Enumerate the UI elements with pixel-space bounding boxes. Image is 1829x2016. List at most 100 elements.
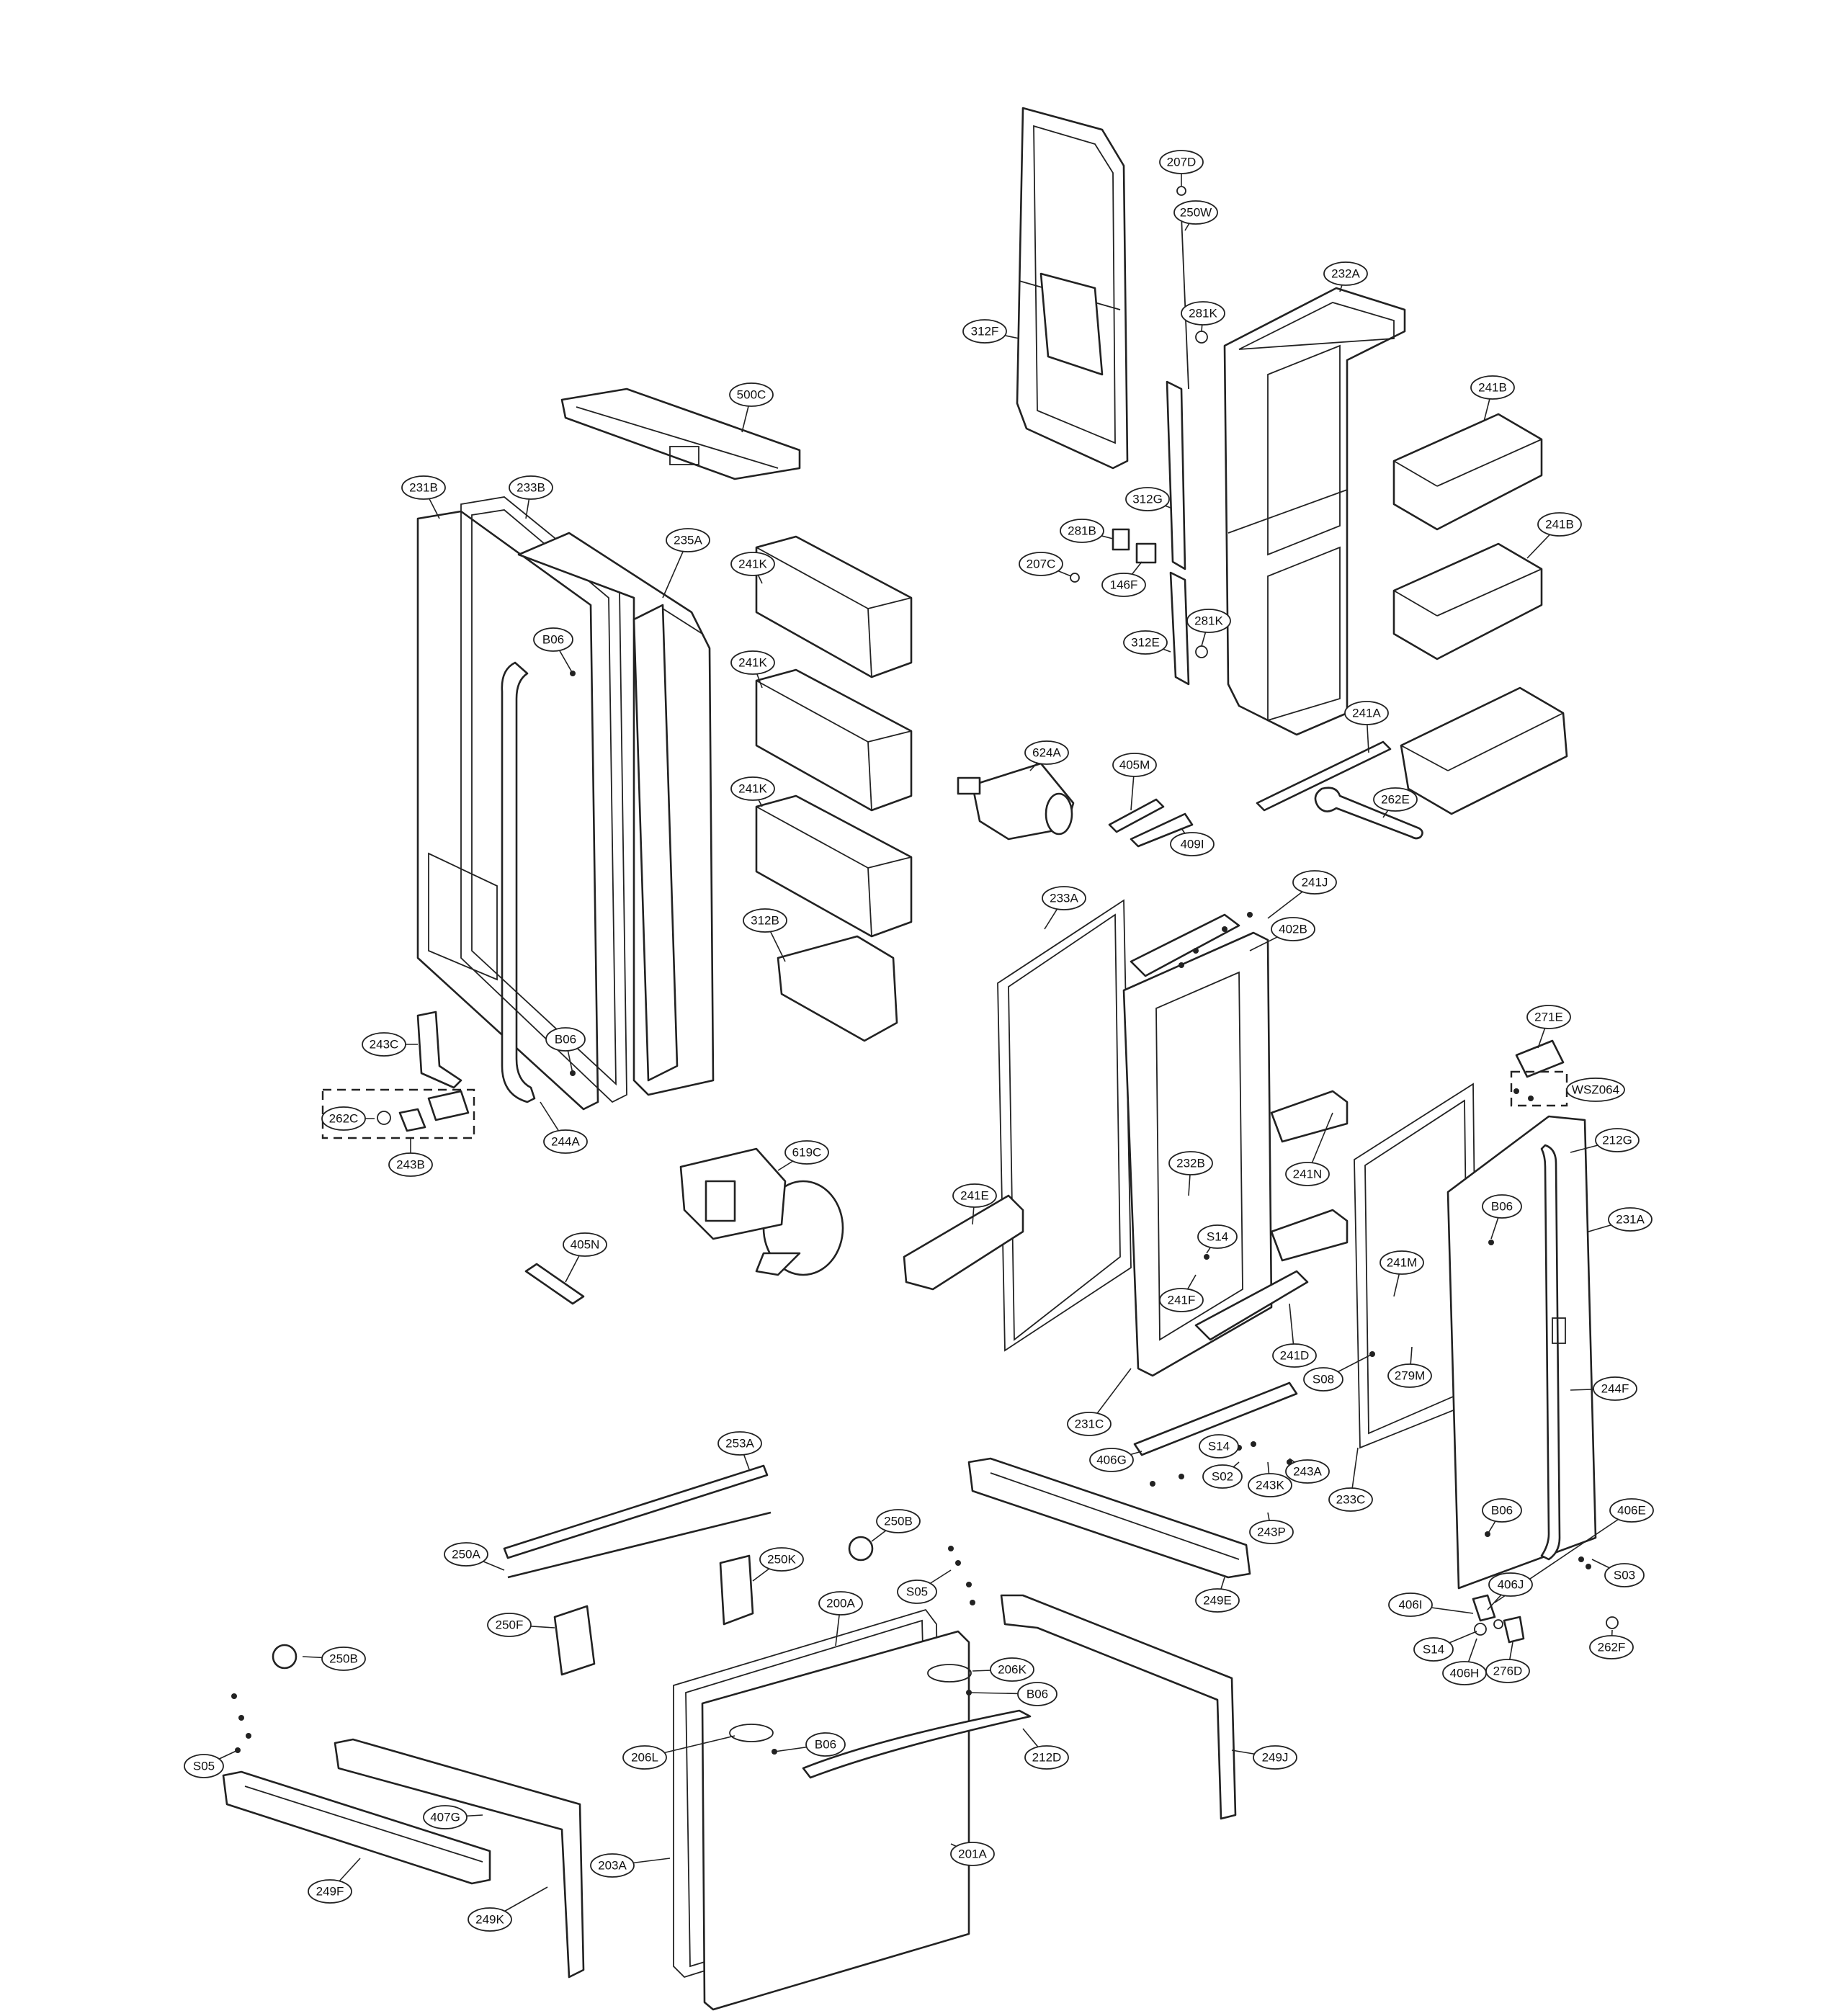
callout-oval-244F — [1593, 1376, 1637, 1401]
callout-label-281K-top: 281K — [1189, 307, 1217, 321]
callout-S05-1: S05 — [897, 1580, 937, 1604]
callout-oval-250W — [1173, 200, 1218, 225]
callout-label-S05-2: S05 — [193, 1760, 215, 1773]
callout-281K-mid: 281K — [1186, 609, 1231, 633]
callout-label-241E: 241E — [960, 1189, 989, 1203]
part-233A-gasket — [997, 899, 1132, 1352]
callout-oval-201A — [950, 1842, 995, 1866]
callout-label-500C: 500C — [737, 388, 766, 402]
callout-label-B06-2: B06 — [555, 1033, 576, 1047]
callout-oval-241A — [1344, 701, 1389, 725]
callout-label-241K-2: 241K — [738, 656, 767, 670]
callout-407G: 407G — [423, 1805, 468, 1829]
callout-label-B06-3: B06 — [1491, 1200, 1513, 1214]
callout-B06-1: B06 — [533, 627, 573, 652]
callout-label-200A: 200A — [826, 1597, 855, 1610]
callout-406H: 406H — [1442, 1661, 1487, 1685]
callout-232B: 232B — [1168, 1151, 1213, 1175]
part-281K-mid — [1195, 645, 1208, 658]
callout-oval-281K-top — [1181, 301, 1225, 326]
callout-B06-6: B06 — [805, 1732, 846, 1757]
callout-label-B06-5: B06 — [1027, 1688, 1048, 1701]
callout-200A: 200A — [818, 1591, 863, 1616]
part-500C-cover — [560, 387, 801, 480]
callout-oval-243C — [362, 1032, 406, 1057]
callout-label-207D: 207D — [1167, 156, 1197, 169]
screw-dot — [948, 1546, 954, 1551]
callout-label-406I: 406I — [1398, 1598, 1422, 1612]
callout-oval-243B — [388, 1152, 433, 1177]
part-312B-bracket — [777, 935, 898, 1042]
part-250B-gear-1 — [848, 1536, 874, 1562]
callout-oval-241B-1 — [1470, 375, 1515, 400]
callout-label-241N: 241N — [1293, 1168, 1323, 1181]
callout-249K: 249K — [468, 1907, 512, 1932]
callout-label-235A: 235A — [674, 534, 702, 547]
callout-oval-409I — [1170, 832, 1215, 856]
callout-label-241J: 241J — [1302, 876, 1328, 890]
part-312G-strip — [1166, 380, 1186, 570]
callout-207D: 207D — [1159, 150, 1204, 174]
part-235A-liner — [517, 532, 715, 1096]
part-271E — [1515, 1039, 1565, 1078]
callout-oval-233B — [509, 475, 553, 500]
screw-dot — [1369, 1351, 1375, 1357]
callout-250W: 250W — [1173, 200, 1218, 225]
callout-279M: 279M — [1387, 1363, 1432, 1388]
callout-label-B06-4: B06 — [1491, 1504, 1513, 1518]
screw-dot — [1488, 1240, 1494, 1245]
callout-oval-B06-2 — [545, 1027, 586, 1052]
callout-oval-243A — [1285, 1459, 1330, 1484]
callout-label-146F: 146F — [1110, 578, 1138, 592]
callout-oval-312E — [1123, 630, 1168, 655]
callout-S14-1: S14 — [1197, 1224, 1238, 1249]
callout-label-B06-6: B06 — [815, 1738, 836, 1752]
callout-oval-S08 — [1303, 1367, 1343, 1392]
part-249J-bracket — [1000, 1594, 1237, 1820]
screw-dot — [1528, 1096, 1534, 1101]
part-243C — [416, 1011, 462, 1089]
parts-line-art — [222, 107, 1619, 2011]
callout-619C: 619C — [784, 1140, 829, 1165]
callout-oval-241F — [1159, 1288, 1204, 1312]
callout-oval-232B — [1168, 1151, 1213, 1175]
callout-oval-241M — [1379, 1250, 1424, 1275]
callout-S02: S02 — [1202, 1464, 1243, 1489]
part-250A-strip — [507, 1511, 772, 1579]
callout-label-232B: 232B — [1176, 1157, 1205, 1170]
callout-label-406G: 406G — [1096, 1453, 1127, 1467]
part-241K-bin-2 — [755, 668, 913, 812]
callout-label-212D: 212D — [1032, 1751, 1062, 1765]
callout-624A: 624A — [1024, 740, 1069, 765]
screw-dot — [955, 1560, 961, 1566]
screw-dot — [1247, 912, 1253, 918]
callout-281K-top: 281K — [1181, 301, 1225, 326]
callout-244F: 244F — [1593, 1376, 1637, 1401]
callout-label-243B: 243B — [396, 1158, 425, 1172]
callout-oval-S14-3 — [1413, 1637, 1454, 1662]
callout-oval-S02 — [1202, 1464, 1243, 1489]
part-241J-top — [1130, 913, 1240, 977]
callout-oval-243K — [1248, 1473, 1292, 1497]
screw-dot — [966, 1582, 972, 1587]
callout-label-276D: 276D — [1493, 1665, 1523, 1678]
callout-262F: 262F — [1589, 1635, 1634, 1659]
part-241K-bin-1 — [755, 535, 913, 678]
callout-oval-312B — [743, 908, 787, 933]
callout-243K: 243K — [1248, 1473, 1292, 1497]
callout-label-S05-1: S05 — [906, 1585, 928, 1599]
callout-oval-406J — [1488, 1572, 1533, 1597]
kit-WSZ064-group — [1510, 1070, 1568, 1107]
callout-oval-250A — [444, 1542, 488, 1567]
callout-oval-406I — [1388, 1592, 1433, 1617]
callout-label-250A: 250A — [452, 1548, 480, 1562]
callout-oval-244A — [543, 1129, 588, 1154]
callout-241K-1: 241K — [730, 552, 775, 576]
callout-oval-206K — [990, 1657, 1034, 1682]
part-250K — [719, 1554, 754, 1626]
part-241K-bin-3 — [755, 794, 913, 938]
part-250F — [553, 1605, 596, 1676]
